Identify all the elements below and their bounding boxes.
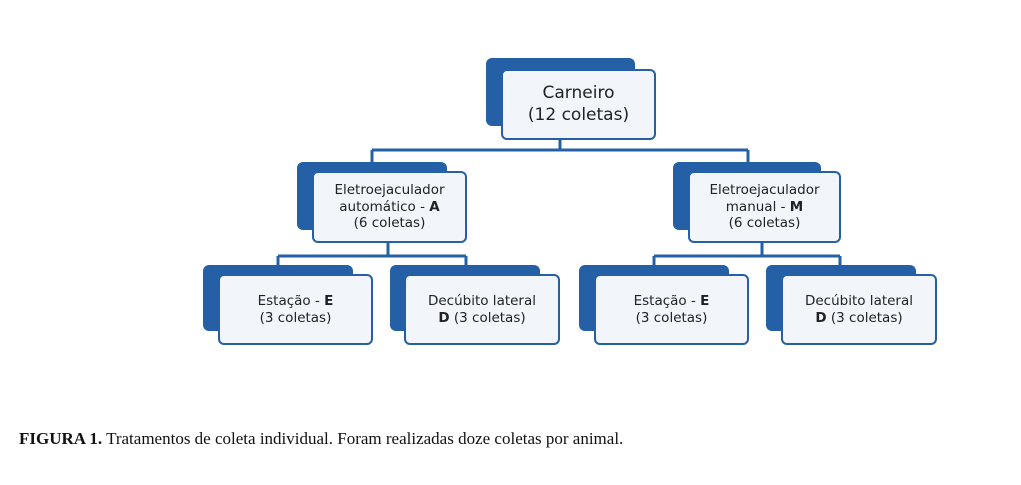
node-manual-station-count: (3 coletas) xyxy=(635,309,708,326)
node-auto-station-title: Estação - E xyxy=(258,293,334,310)
node-manual-station-title: Estação - E xyxy=(634,293,710,310)
node-manual-method: manual - M xyxy=(726,199,803,216)
node-auto-station-count: (3 coletas) xyxy=(259,309,332,326)
node-manual-station-box: Estação - E (3 coletas) xyxy=(594,274,749,345)
node-manual-title: Eletroejaculador xyxy=(709,181,820,198)
node-auto-lateral-count: (3 coletas) xyxy=(449,309,526,326)
node-manual-method-text: manual - xyxy=(725,198,790,215)
node-manual-lateral-title: Decúbito lateral xyxy=(804,292,914,309)
node-manual-lateral-box: Decúbito lateral D (3 coletas) xyxy=(781,274,937,345)
node-manual-station-title-text: Estação - xyxy=(633,292,701,309)
node-automatic-method: automático - A xyxy=(339,199,439,216)
node-manual-lateral-code: D xyxy=(815,309,827,326)
figure-caption: FIGURA 1. Tratamentos de coleta individu… xyxy=(19,429,623,449)
figure-caption-label: FIGURA 1. xyxy=(19,429,103,448)
node-auto-lateral-title: Decúbito lateral xyxy=(427,292,537,309)
node-automatic-method-text: automático - xyxy=(339,198,430,215)
node-automatic-box: Eletroejaculador automático - A (6 colet… xyxy=(312,171,467,243)
node-manual-lateral-count-line: D (3 coletas) xyxy=(815,310,902,327)
node-manual-station-code: E xyxy=(700,292,710,309)
node-auto-station-code: E xyxy=(324,292,334,309)
node-manual-code: M xyxy=(789,198,804,215)
node-manual-box: Eletroejaculador manual - M (6 coletas) xyxy=(688,171,841,243)
node-auto-station-title-text: Estação - xyxy=(257,292,325,309)
node-automatic-count: (6 coletas) xyxy=(353,215,426,232)
node-carneiro-title: Carneiro xyxy=(542,83,615,104)
node-carneiro-box: Carneiro (12 coletas) xyxy=(501,69,656,140)
node-carneiro-count: (12 coletas) xyxy=(527,104,630,125)
node-manual-count: (6 coletas) xyxy=(728,215,801,232)
node-automatic-title: Eletroejaculador xyxy=(334,181,445,198)
node-manual-lateral-count: (3 coletas) xyxy=(826,309,903,326)
figure-caption-text: Tratamentos de coleta individual. Foram … xyxy=(102,429,624,448)
node-automatic-code: A xyxy=(429,198,440,215)
node-auto-station-box: Estação - E (3 coletas) xyxy=(218,274,373,345)
node-auto-lateral-box: Decúbito lateral D (3 coletas) xyxy=(404,274,560,345)
node-auto-lateral-count-line: D (3 coletas) xyxy=(438,310,525,327)
node-auto-lateral-code: D xyxy=(438,309,450,326)
